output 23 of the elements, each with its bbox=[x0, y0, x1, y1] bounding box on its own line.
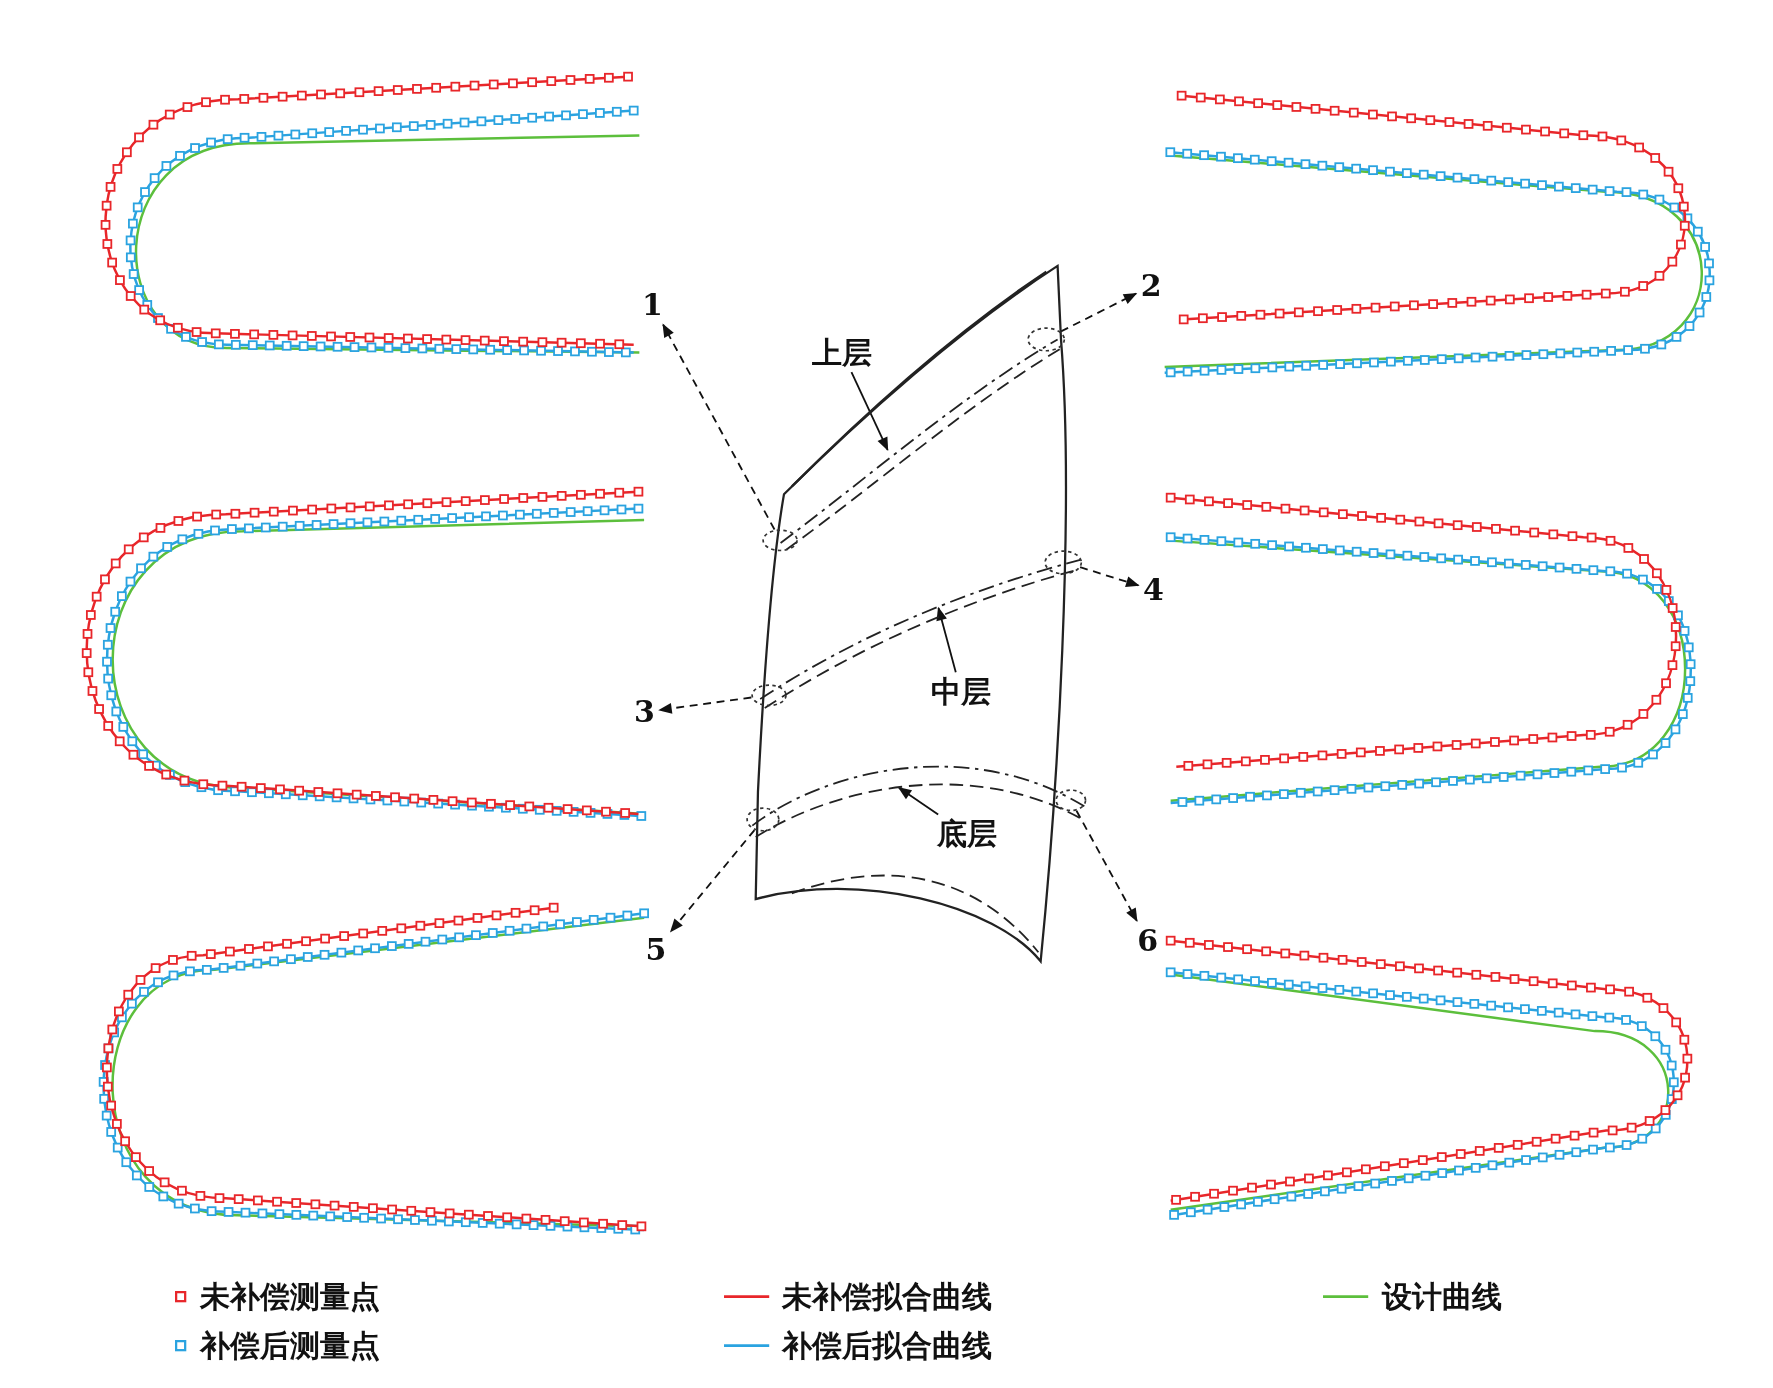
callout-number: 6 bbox=[1137, 925, 1159, 956]
callout-number: 4 bbox=[1142, 575, 1164, 606]
leader-arrow bbox=[662, 323, 776, 531]
callout-number: 3 bbox=[634, 697, 655, 728]
callout-number: 1 bbox=[642, 290, 663, 321]
leader-arrow bbox=[850, 371, 889, 452]
callout-number: 5 bbox=[645, 934, 667, 965]
legend-label: 补偿后测量点 bbox=[200, 1330, 381, 1361]
leader-arrow bbox=[658, 696, 753, 714]
layer-label: 底层 bbox=[936, 819, 997, 850]
callout-number: 2 bbox=[1140, 271, 1162, 302]
leader-arrow bbox=[1060, 292, 1138, 333]
leader-arrow bbox=[1075, 809, 1138, 923]
layer-label: 中层 bbox=[931, 677, 992, 707]
layer-label: 上层 bbox=[812, 337, 873, 368]
leader-arrow bbox=[1079, 566, 1140, 587]
legend-label: 设计曲线 bbox=[1381, 1281, 1502, 1312]
leader-arrow bbox=[936, 606, 957, 674]
legend-label: 补偿后拟合曲线 bbox=[782, 1330, 993, 1361]
leader-arrow bbox=[897, 786, 940, 816]
legend-label: 未补偿测量点 bbox=[200, 1281, 381, 1312]
legend-label: 未补偿拟合曲线 bbox=[782, 1281, 993, 1312]
leader-arrow bbox=[669, 829, 756, 933]
